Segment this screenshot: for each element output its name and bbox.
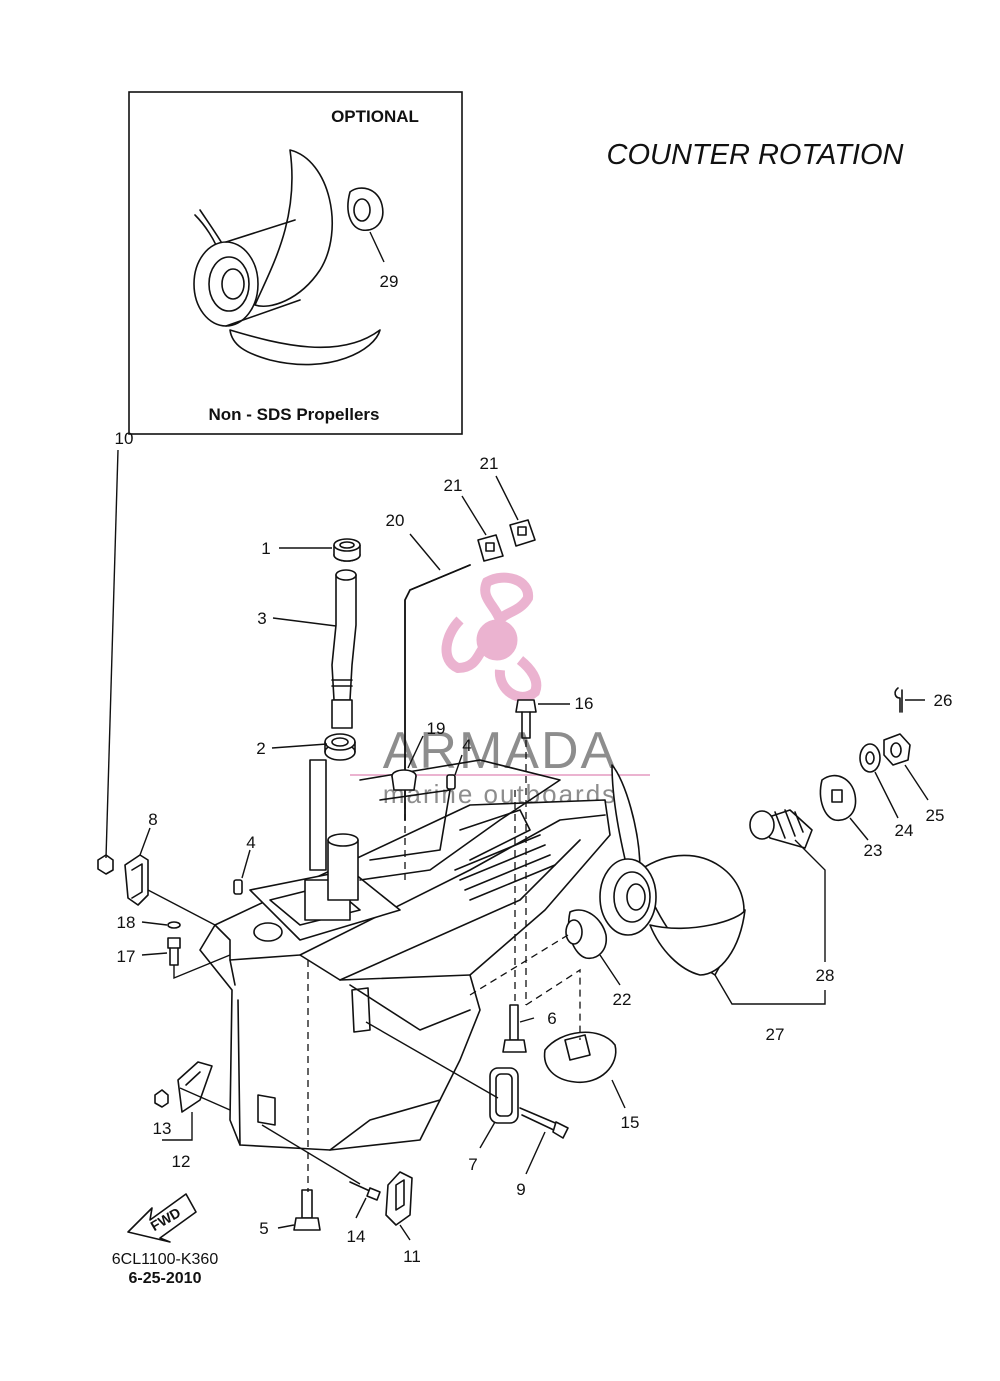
part-1-oil-seal-icon [333,538,361,562]
callout-21-left: 21 [444,476,463,495]
callout-20: 20 [386,511,405,530]
leader-29 [369,231,385,263]
part-17-nipple-icon [167,937,181,966]
part-14-screw-icon [349,1181,381,1201]
armada-watermark: ARMADA marine outboards [350,572,650,809]
callout-11: 11 [403,1247,421,1266]
diagram-title: COUNTER ROTATION [607,139,904,171]
dashed-centerlines [307,740,581,1192]
part-3-water-tube-icon [331,569,357,729]
optional-inset: OPTIONAL Non - SDS Propellers 29 [128,91,463,435]
callout-15: 15 [621,1113,640,1132]
callout-18: 18 [117,913,136,932]
part-24-washer-icon [859,743,881,773]
callout-6: 6 [547,1009,556,1028]
callout-29: 29 [380,272,399,291]
callout-4-upper: 4 [462,736,471,755]
part-2-grommet-icon [324,733,356,761]
fwd-arrow-icon: FWD [127,1193,197,1243]
callout-19: 19 [427,719,446,738]
inset-caption: Non - SDS Propellers [209,405,380,424]
part-26-cotter-pin-icon [894,687,903,713]
callout-14: 14 [347,1227,366,1246]
callout-2: 2 [256,739,265,758]
drawing-code: 6CL1100-K360 [112,1251,219,1268]
callout-22: 22 [613,990,632,1009]
callout-28: 28 [816,966,835,985]
part-23-washer-icon [819,774,857,821]
part-22-thrust-washer-icon [565,909,608,960]
callout-17: 17 [117,947,136,966]
part-9-screw-icon [519,1107,569,1139]
part-11-anode-icon [385,1171,413,1226]
spline-washer-icon [347,187,384,231]
callout-7: 7 [468,1155,477,1174]
callout-23: 23 [864,841,883,860]
lower-case-housing [199,759,611,1151]
part-7-anode-block-icon [489,1067,519,1124]
part-28-spacer-icon [749,809,813,849]
part-21-grommet-upper-icon [509,519,536,547]
callout-13: 13 [153,1119,172,1138]
callout-10: 10 [115,429,134,448]
part-18-washer-icon [167,921,181,929]
callout-9: 9 [516,1180,525,1199]
part-4-dowel-lower-icon [233,879,243,895]
part-27-propeller-icon [599,764,746,976]
part-4-dowel-upper-icon [446,774,456,790]
drawing-date: 6-25-2010 [129,1270,202,1287]
part-8-anode-bracket-icon [124,854,149,906]
watermark-brand: ARMADA [383,722,617,780]
callout-3: 3 [257,609,266,628]
part-13-nut-icon [154,1089,169,1108]
callout-8: 8 [148,810,157,829]
leader-lines [105,449,929,1241]
part-15-anode-plate-icon [543,1031,617,1083]
callout-5: 5 [259,1219,268,1238]
callout-numbers: 1 2 3 4 4 5 6 7 8 9 10 11 12 13 14 15 16… [115,429,953,1266]
callout-1: 1 [261,539,270,558]
non-sds-propeller-icon [193,149,381,366]
callout-21-right: 21 [480,454,499,473]
part-20-lever-rod-icon [404,564,471,821]
callout-16: 16 [575,694,594,713]
part-21-grommet-lower-icon [477,534,504,562]
callout-26: 26 [934,691,953,710]
inset-heading: OPTIONAL [331,107,419,126]
part-5-bolt-icon [293,1189,321,1231]
callout-24: 24 [895,821,914,840]
part-12-trim-tab-icon [177,1061,213,1113]
part-6-bolt-icon [502,1004,527,1053]
callout-25: 25 [926,806,945,825]
callout-27: 27 [766,1025,785,1044]
part-25-nut-icon [883,733,911,766]
callout-12: 12 [172,1152,191,1171]
callout-4-lower: 4 [246,833,255,852]
armada-propeller-logo-icon [441,572,542,702]
part-16-bolt-icon [515,699,537,739]
part-19-plug-icon [391,769,417,791]
